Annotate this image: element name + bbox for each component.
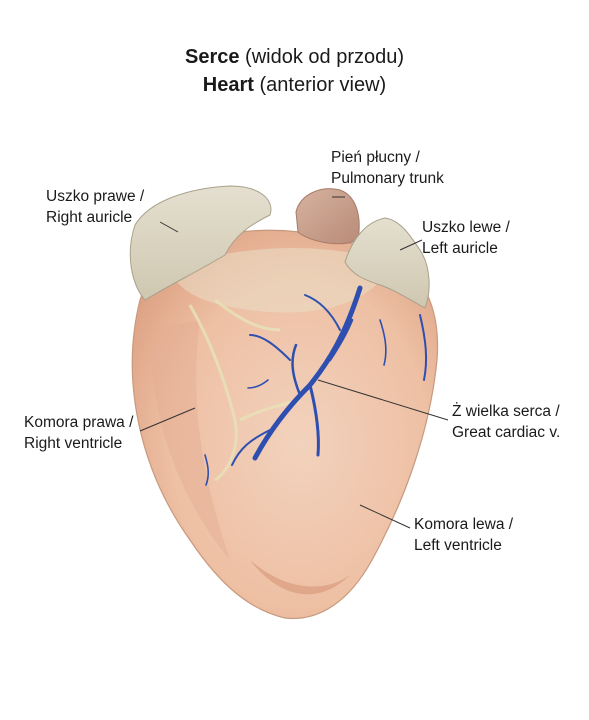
title-line-1: Serce (widok od przodu) (0, 44, 589, 70)
label-right-auricle: Uszko prawe / Right auricle (46, 186, 144, 228)
label-right-ventricle-pl: Komora prawa / (24, 414, 134, 431)
left-auricle (344, 217, 430, 309)
conus-region (170, 248, 390, 313)
pulmonary-trunk (295, 188, 360, 245)
great-cardiac-vein (204, 285, 428, 486)
label-great-cardiac-vein-pl: Ż wielka serca / (452, 403, 560, 420)
title-line-2: Heart (anterior view) (0, 72, 589, 98)
leader-lines (139, 196, 449, 529)
label-left-auricle-en: Left auricle (422, 240, 498, 257)
ventricle-shading (150, 320, 230, 560)
label-pulmonary-trunk-en: Pulmonary trunk (331, 170, 444, 187)
label-right-ventricle-en: Right ventricle (24, 435, 123, 452)
label-great-cardiac-vein-en: Great cardiac v. (452, 424, 561, 441)
label-left-auricle: Uszko lewe / Left auricle (422, 217, 510, 259)
label-left-ventricle-pl: Komora lewa / (414, 516, 514, 533)
label-left-ventricle: Komora lewa / Left ventricle (414, 514, 513, 556)
label-left-auricle-pl: Uszko lewe / (422, 219, 510, 236)
label-pulmonary-trunk: Pień płucny / Pulmonary trunk (331, 147, 444, 189)
right-auricle (129, 185, 272, 301)
label-left-ventricle-en: Left ventricle (414, 537, 502, 554)
title-polish-subtitle: (widok od przodu) (245, 46, 405, 68)
label-right-ventricle: Komora prawa / Right ventricle (24, 412, 133, 454)
title-english-subtitle: (anterior view) (259, 74, 387, 96)
title-english: Heart (202, 74, 254, 96)
apex-shading (250, 560, 350, 595)
title-polish: Serce (184, 46, 240, 68)
label-right-auricle-pl: Uszko prawe / (46, 188, 145, 205)
label-great-cardiac-vein: Ż wielka serca / Great cardiac v. (452, 401, 560, 443)
label-pulmonary-trunk-pl: Pień płucny / (331, 149, 420, 166)
label-right-auricle-en: Right auricle (46, 209, 133, 226)
